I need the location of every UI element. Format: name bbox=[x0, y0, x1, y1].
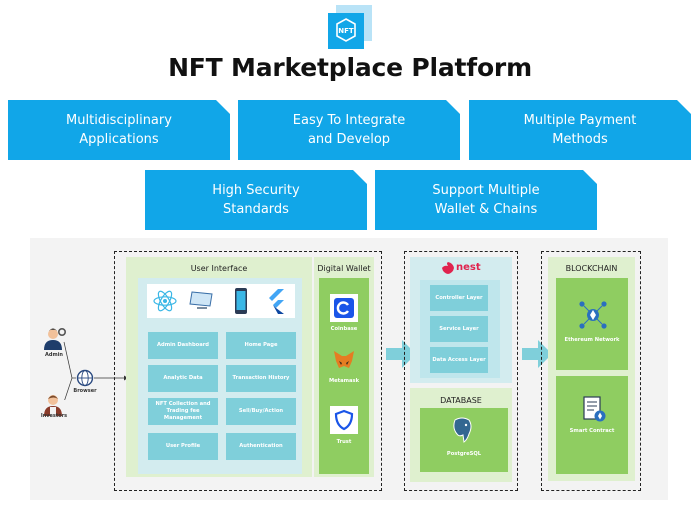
data-access-layer: Data Access Layer bbox=[430, 347, 488, 373]
user-profile-tile: User Profile bbox=[148, 433, 218, 460]
nest-icon bbox=[442, 262, 454, 274]
react-icon bbox=[153, 290, 177, 312]
controller-layer: Controller Layer bbox=[430, 285, 488, 311]
desktop-icon bbox=[189, 291, 213, 309]
page-title: NFT Marketplace Platform bbox=[168, 53, 532, 82]
postgresql-icon bbox=[453, 417, 472, 443]
feature-multi-wallet: Support Multiple Wallet & Chains bbox=[375, 170, 597, 230]
digital-wallet-title: Digital Wallet bbox=[317, 264, 371, 273]
database-title: DATABASE bbox=[440, 396, 482, 405]
sell-buy-action-tile: Sell/Buy/Action bbox=[226, 398, 296, 425]
browser-label: Browser bbox=[73, 388, 97, 394]
frontend-container bbox=[114, 251, 382, 491]
feature-high-security: High Security Standards bbox=[145, 170, 367, 230]
blockchain-title: BLOCKCHAIN bbox=[565, 264, 618, 273]
trust-label: Trust bbox=[336, 439, 352, 445]
feature-easy-integrate: Easy To Integrate and Develop bbox=[238, 100, 460, 160]
flutter-icon bbox=[269, 289, 284, 314]
feature-multidisciplinary: Multidisciplinary Applications bbox=[8, 100, 230, 160]
mobile-icon bbox=[235, 288, 247, 314]
browser-icon bbox=[76, 369, 94, 387]
ethereum-panel bbox=[556, 278, 628, 370]
investors-icon bbox=[44, 395, 62, 416]
transaction-history-tile: Transaction History bbox=[226, 365, 296, 392]
backend-container bbox=[404, 251, 518, 491]
smart-contract-label: Smart Contract bbox=[569, 428, 615, 434]
arrow-frontend-backend bbox=[386, 340, 416, 368]
smart-contract-icon bbox=[583, 396, 606, 422]
nft-collection-tile: NFT Collection and Trading fee Managemen… bbox=[148, 398, 218, 425]
nest-label: nest bbox=[456, 262, 481, 273]
coinbase-label: Coinbase bbox=[330, 326, 358, 332]
metamask-icon bbox=[330, 346, 358, 374]
nft-logo: NFT bbox=[328, 5, 372, 49]
ethereum-network-label: Ethereum Network bbox=[564, 337, 620, 343]
authentication-tile: Authentication bbox=[226, 433, 296, 460]
ethereum-network-icon bbox=[579, 301, 607, 329]
metamask-label: Metamask bbox=[328, 378, 360, 384]
user-interface-title: User Interface bbox=[190, 264, 248, 273]
coinbase-icon bbox=[330, 294, 358, 322]
tech-icons-row bbox=[147, 284, 295, 318]
trust-icon bbox=[330, 406, 358, 434]
admin-dashboard-tile: Admin Dashboard bbox=[148, 332, 218, 359]
service-layer: Service Layer bbox=[430, 316, 488, 342]
smart-contract-panel bbox=[556, 376, 628, 474]
home-page-tile: Home Page bbox=[226, 332, 296, 359]
analytic-data-tile: Analytic Data bbox=[148, 365, 218, 392]
postgresql-label: PostgreSQL bbox=[446, 451, 482, 457]
admin-label: Admin bbox=[45, 352, 63, 358]
feature-payment-methods: Multiple Payment Methods bbox=[469, 100, 691, 160]
investors-label: Investors bbox=[40, 413, 68, 419]
admin-icon bbox=[44, 327, 66, 350]
logo-text: NFT bbox=[338, 27, 354, 35]
blockchain-container bbox=[541, 251, 641, 491]
arrow-backend-blockchain bbox=[522, 340, 552, 368]
